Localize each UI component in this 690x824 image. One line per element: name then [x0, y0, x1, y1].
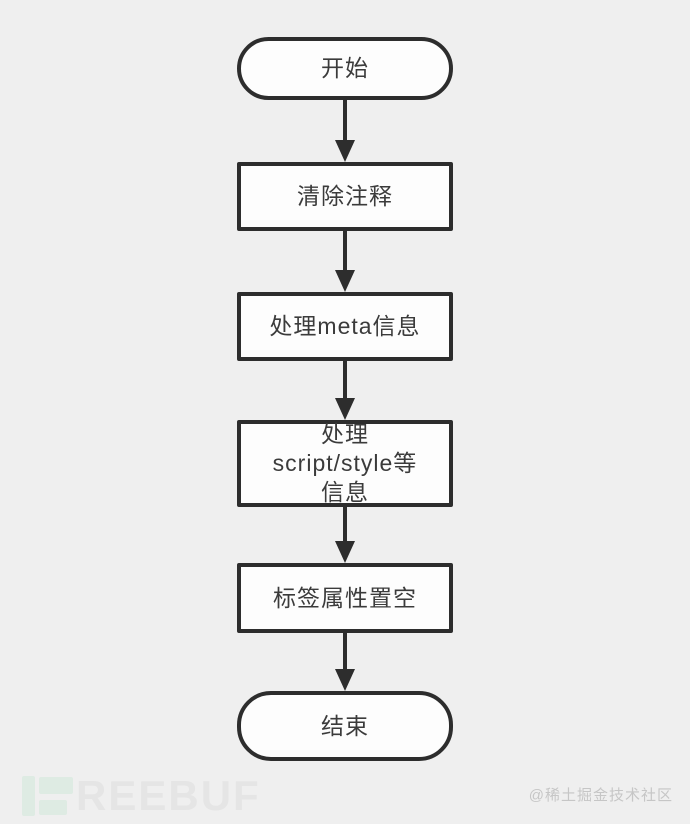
flow-node-clear-comments: 清除注释 [237, 162, 453, 231]
freebuf-brand-text: REEBUF [76, 772, 261, 819]
arrow-down-icon [335, 633, 355, 691]
freebuf-logo-f-blocks [39, 777, 73, 815]
freebuf-logo-block-bottom [39, 800, 67, 815]
arrow-line [343, 361, 347, 398]
arrow-head [335, 140, 355, 162]
freebuf-logo-icon: REEBUF [22, 774, 261, 818]
arrow-head [335, 669, 355, 691]
arrow-line [343, 231, 347, 270]
flow-node-process-script-style: 处理 script/style等 信息 [237, 420, 453, 507]
arrow-down-icon [335, 361, 355, 420]
flow-node-end: 结束 [237, 691, 453, 761]
arrow-head [335, 541, 355, 563]
arrow-down-icon [335, 231, 355, 292]
community-watermark-text: @稀土掘金技术社区 [528, 787, 673, 804]
flow-node-process-meta: 处理meta信息 [237, 292, 453, 361]
flowchart-column: 开始 清除注释 处理meta信息 处理 script/style等 信息 标签属… [0, 37, 690, 761]
arrow-line [343, 633, 347, 669]
freebuf-logo-block-top [39, 777, 73, 794]
flow-node-start: 开始 [237, 37, 453, 100]
freebuf-logo-bar [22, 776, 35, 816]
flow-node-empty-tag-attrs: 标签属性置空 [237, 563, 453, 633]
arrow-down-icon [335, 100, 355, 162]
arrow-line [343, 507, 347, 541]
arrow-head [335, 270, 355, 292]
arrow-line [343, 100, 347, 140]
arrow-head [335, 398, 355, 420]
arrow-down-icon [335, 507, 355, 563]
